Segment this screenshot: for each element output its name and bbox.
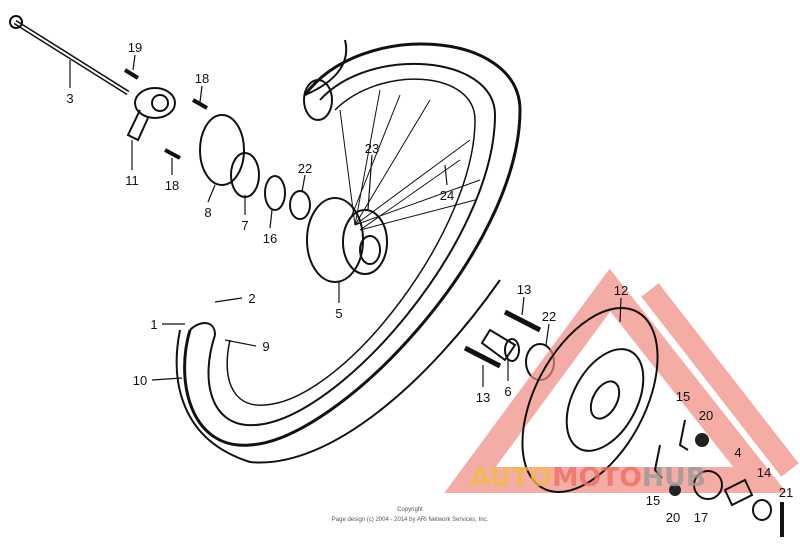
callout-3: 3 xyxy=(66,91,73,106)
copyright-title: Copyright xyxy=(397,507,423,513)
callout-14: 14 xyxy=(757,465,771,480)
callout-labels: 19 3 18 11 18 8 7 16 22 23 24 5 2 1 9 10… xyxy=(66,40,793,525)
callout-2: 2 xyxy=(248,291,255,306)
callout-5: 5 xyxy=(335,306,342,321)
callout-12: 12 xyxy=(614,283,628,298)
callout-21: 21 xyxy=(779,485,793,500)
callout-4: 4 xyxy=(734,445,741,460)
wheel-rim-tire xyxy=(175,39,522,464)
brake-disc xyxy=(521,307,659,493)
leader-lines xyxy=(69,54,622,387)
callout-19: 19 xyxy=(128,40,142,55)
axle xyxy=(9,15,130,96)
callout-1: 1 xyxy=(150,317,157,332)
gear-retainer xyxy=(230,152,260,198)
bolts xyxy=(123,68,208,160)
small-fasteners xyxy=(653,419,784,537)
callout-16: 16 xyxy=(263,231,277,246)
wheel-hub xyxy=(306,197,388,283)
retainer xyxy=(199,114,245,186)
callout-18: 18 xyxy=(195,71,209,86)
callout-15: 15 xyxy=(676,389,690,404)
callout-15: 15 xyxy=(646,493,660,508)
circlip xyxy=(264,175,286,211)
callout-17: 17 xyxy=(694,510,708,525)
callout-22: 22 xyxy=(542,309,556,324)
bearing-left xyxy=(289,190,311,220)
spokes xyxy=(339,89,481,231)
callout-23: 23 xyxy=(365,141,379,156)
callout-8: 8 xyxy=(204,205,211,220)
watermark-logo xyxy=(444,268,799,493)
speedometer-gearbox xyxy=(126,87,176,142)
callout-9: 9 xyxy=(262,339,269,354)
callout-6: 6 xyxy=(504,384,511,399)
callout-20: 20 xyxy=(666,510,680,525)
watermark-text: AUTOMOTOHUB xyxy=(470,463,706,493)
callout-20: 20 xyxy=(699,408,713,423)
callout-24: 24 xyxy=(440,188,454,203)
callout-18: 18 xyxy=(165,178,179,193)
copyright-line: Page design (c) 2004 - 2014 by ARI Netwo… xyxy=(331,517,489,523)
callout-11: 11 xyxy=(125,173,139,188)
callout-22: 22 xyxy=(298,161,312,176)
callout-13: 13 xyxy=(517,282,531,297)
callout-7: 7 xyxy=(241,218,248,233)
callout-13: 13 xyxy=(476,390,490,405)
callout-10: 10 xyxy=(133,373,147,388)
